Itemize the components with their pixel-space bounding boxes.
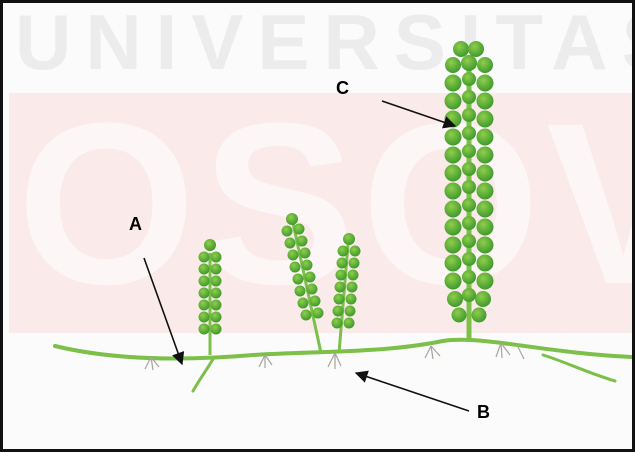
stolon xyxy=(55,340,632,391)
arrow-c-icon xyxy=(382,101,455,126)
label-b: B xyxy=(477,402,490,423)
frond-tall xyxy=(445,41,494,339)
label-a: A xyxy=(129,214,142,235)
frond-short-2 xyxy=(332,233,361,353)
arrow-a-icon xyxy=(144,258,182,364)
frond-short-1 xyxy=(199,239,222,355)
label-c: C xyxy=(336,78,349,99)
arrow-b-icon xyxy=(356,373,469,411)
frond-leaning xyxy=(282,213,324,353)
caulerpa-diagram xyxy=(3,3,632,449)
